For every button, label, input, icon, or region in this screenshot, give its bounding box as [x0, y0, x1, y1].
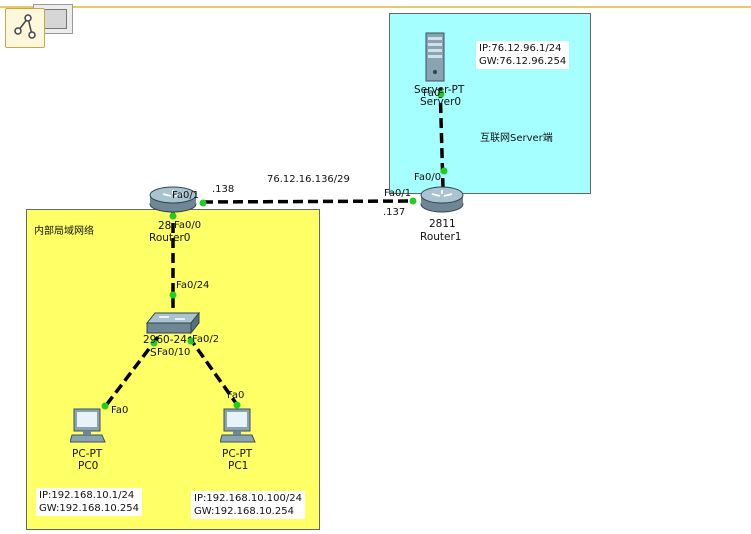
link-light-r1-fa00 — [440, 167, 448, 175]
link-light-sw-fa010 — [150, 339, 158, 347]
pc-icon — [219, 408, 256, 443]
link-light-pc1-fa0 — [233, 401, 241, 409]
pc0-model-label: PC-PT — [72, 448, 103, 460]
pc1-name-label: PC1 — [228, 460, 249, 472]
internet-area-label: 互联网Server端 — [480, 133, 553, 144]
link-light-srv-fa0 — [437, 90, 445, 98]
router-icon — [149, 186, 197, 213]
pc1-device[interactable] — [219, 408, 256, 444]
server-device[interactable] — [425, 32, 445, 82]
router0-model-label: 28 — [158, 220, 172, 232]
port-label-sw-fa024: Fa0/24 — [176, 280, 210, 291]
pc0-ip-text: IP:192.168.10.1/24 — [39, 490, 135, 501]
port-label-r0-fa00: Fa0/0 — [174, 220, 202, 231]
logical-view-icon[interactable] — [5, 8, 45, 48]
switch-icon — [145, 311, 201, 335]
pc1-gw-text: GW:192.168.10.254 — [194, 506, 294, 517]
wan-subnet-label: 76.12.16.136/29 — [267, 174, 350, 185]
topology-icon — [14, 14, 36, 39]
server-icon — [425, 32, 445, 82]
server-model-label: Server-PT — [414, 84, 465, 96]
cable-r0-r1[interactable] — [202, 199, 415, 204]
link-light-sw-fa02 — [187, 337, 195, 345]
switch-name-label: S — [150, 347, 157, 359]
lan-area-label: 内部局域网络 — [34, 226, 94, 237]
pc-icon — [69, 408, 106, 443]
port-label-r1-fa00: Fa0/0 — [414, 172, 442, 183]
router0-device[interactable] — [147, 186, 199, 214]
port-label-pc0-fa0: Fa0 — [111, 405, 129, 416]
server-ip-text: IP:76.12.96.1/24 — [479, 43, 562, 54]
server-gw-text: GW:76.12.96.254 — [479, 56, 567, 67]
pc0-device[interactable] — [69, 408, 106, 444]
port-label-pc1-fa0: Fa0 — [227, 390, 245, 401]
port-label-sw-fa02: Fa0/2 — [192, 334, 220, 345]
router0-name-label: Router0 — [149, 232, 191, 244]
pc1-model-label: PC-PT — [222, 448, 253, 460]
router1-ip-label: .137 — [383, 207, 406, 218]
switch-device[interactable] — [145, 311, 201, 335]
router1-name-label: Router1 — [420, 231, 462, 243]
link-light-r1-fa01 — [409, 197, 417, 205]
port-label-srv-fa0: Fa0 — [423, 88, 441, 99]
router1-model-label: 2811 — [429, 218, 456, 230]
link-light-pc0-fa0 — [101, 402, 109, 410]
router0-ip-label: .138 — [212, 184, 235, 195]
port-label-r1-fa01: Fa0/1 — [384, 188, 412, 199]
link-light-r0-fa00 — [169, 212, 177, 220]
switch-model-label: 2960-24 — [143, 334, 187, 346]
pc0-gw-text: GW:192.168.10.254 — [39, 503, 139, 514]
pc0-name-label: PC0 — [78, 460, 99, 472]
router1-device[interactable] — [418, 186, 466, 214]
window-top-bar — [0, 0, 751, 8]
pc1-ip-text: IP:192.168.10.100/24 — [194, 493, 302, 504]
port-label-sw-fa010: Fa0/10 — [157, 347, 191, 358]
port-label-r0-fa01: Fa0/1 — [172, 190, 200, 201]
router-icon — [420, 186, 464, 213]
link-light-r0-fa01 — [199, 199, 207, 207]
link-light-sw-fa024 — [169, 291, 177, 299]
server-name-label: Server0 — [420, 96, 462, 108]
